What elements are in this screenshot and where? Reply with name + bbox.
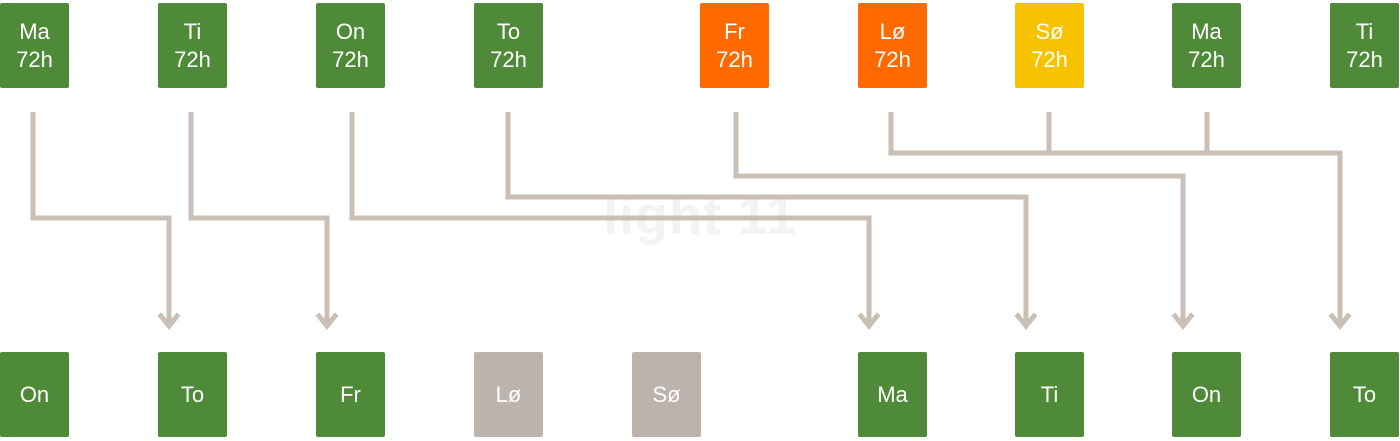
connector-fr-to-on (733, 112, 1186, 322)
bottom-day-box: On (1172, 352, 1241, 437)
hours-label: 72h (1188, 46, 1225, 72)
day-label: Ma (877, 381, 908, 407)
day-label: To (496, 18, 521, 44)
day-label: Ti (1040, 381, 1059, 407)
connector-ti-to-to (188, 112, 330, 322)
arrowhead (857, 312, 881, 331)
hours-label: 72h (490, 46, 527, 72)
connector-lo-to-to (888, 112, 1343, 322)
hours-label: 72h (1031, 46, 1068, 72)
bottom-day-box: To (158, 352, 227, 437)
day-label: On (19, 381, 50, 407)
day-label: Ma (1191, 18, 1222, 44)
hours-label: 72h (716, 46, 753, 72)
day-label: Lø (495, 381, 522, 407)
day-label: Fr (340, 381, 361, 407)
arrowhead (1328, 312, 1352, 331)
arrowhead (1171, 312, 1195, 331)
top-day-box: On 72h (316, 3, 385, 88)
bottom-day-box: To (1330, 352, 1399, 437)
arrowhead (1014, 312, 1038, 331)
top-day-box: Ma 72h (1172, 3, 1241, 88)
top-day-box: Ti 72h (158, 3, 227, 88)
day-label: On (1191, 381, 1222, 407)
bottom-day-box: Lø (474, 352, 543, 437)
day-label: Ti (183, 18, 202, 44)
hours-label: 72h (1346, 46, 1383, 72)
bottom-day-box: Sø (632, 352, 701, 437)
top-day-box: To 72h (474, 3, 543, 88)
day-label: To (1352, 381, 1377, 407)
bottom-day-box: On (0, 352, 69, 437)
day-label: Ma (19, 18, 50, 44)
day-label: Ti (1355, 18, 1374, 44)
top-day-box: Sø 72h (1015, 3, 1084, 88)
hours-label: 72h (174, 46, 211, 72)
connector-on-to-ma (349, 112, 872, 322)
top-day-box: Ti 72h (1330, 3, 1399, 88)
top-day-box: Lø 72h (858, 3, 927, 88)
day-label: Sø (652, 381, 681, 407)
top-day-box: Fr 72h (700, 3, 769, 88)
top-day-box: Ma 72h (0, 3, 69, 88)
arrowhead (315, 312, 339, 331)
arrowhead (157, 312, 181, 331)
day-label: On (335, 18, 366, 44)
day-label: Sø (1035, 18, 1064, 44)
day-label: Lø (879, 18, 906, 44)
bottom-day-box: Ma (858, 352, 927, 437)
day-label: To (180, 381, 205, 407)
bottom-day-box: Ti (1015, 352, 1084, 437)
day-label: Fr (724, 18, 745, 44)
bottom-day-box: Fr (316, 352, 385, 437)
connector-to-to-ti (505, 112, 1029, 322)
hours-label: 72h (16, 46, 53, 72)
connector-ma-to-on (30, 112, 172, 322)
hours-label: 72h (874, 46, 911, 72)
hours-label: 72h (332, 46, 369, 72)
